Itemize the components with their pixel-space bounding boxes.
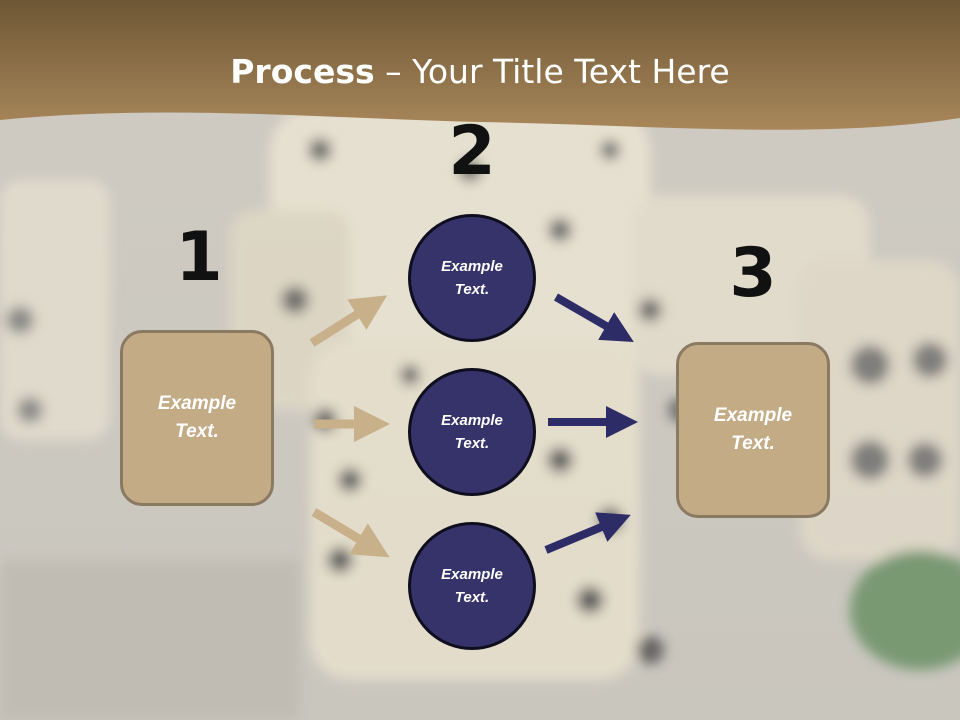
- title-bold: Process: [230, 52, 375, 91]
- step-2-circle-1: Example Text.: [408, 214, 536, 342]
- title-rest: – Your Title Text Here: [374, 52, 730, 91]
- step-1-number: 1: [175, 218, 223, 297]
- circle-2-label: Example Text.: [441, 411, 503, 452]
- step-2-circle-2: Example Text.: [408, 368, 536, 496]
- page-title: Process – Your Title Text Here: [0, 52, 960, 91]
- circle-1-label: Example Text.: [441, 257, 503, 298]
- arrow-from-circle-3: [544, 512, 631, 554]
- arrow-to-circle-3: [311, 508, 390, 558]
- arrow-to-circle-1: [309, 295, 388, 347]
- step-2-circle-3: Example Text.: [408, 522, 536, 650]
- step-1-label: Example Text.: [157, 392, 237, 443]
- step-3-box: Example Text.: [676, 342, 830, 518]
- step-3-label: Example Text.: [713, 404, 793, 455]
- circle-3-label: Example Text.: [441, 565, 503, 606]
- header-band: [0, 0, 960, 130]
- step-3-number: 3: [729, 234, 777, 313]
- arrow-from-circle-1: [553, 293, 634, 343]
- step-1-box: 2 Example Text.: [120, 330, 274, 506]
- step-2-number: 2: [448, 112, 496, 191]
